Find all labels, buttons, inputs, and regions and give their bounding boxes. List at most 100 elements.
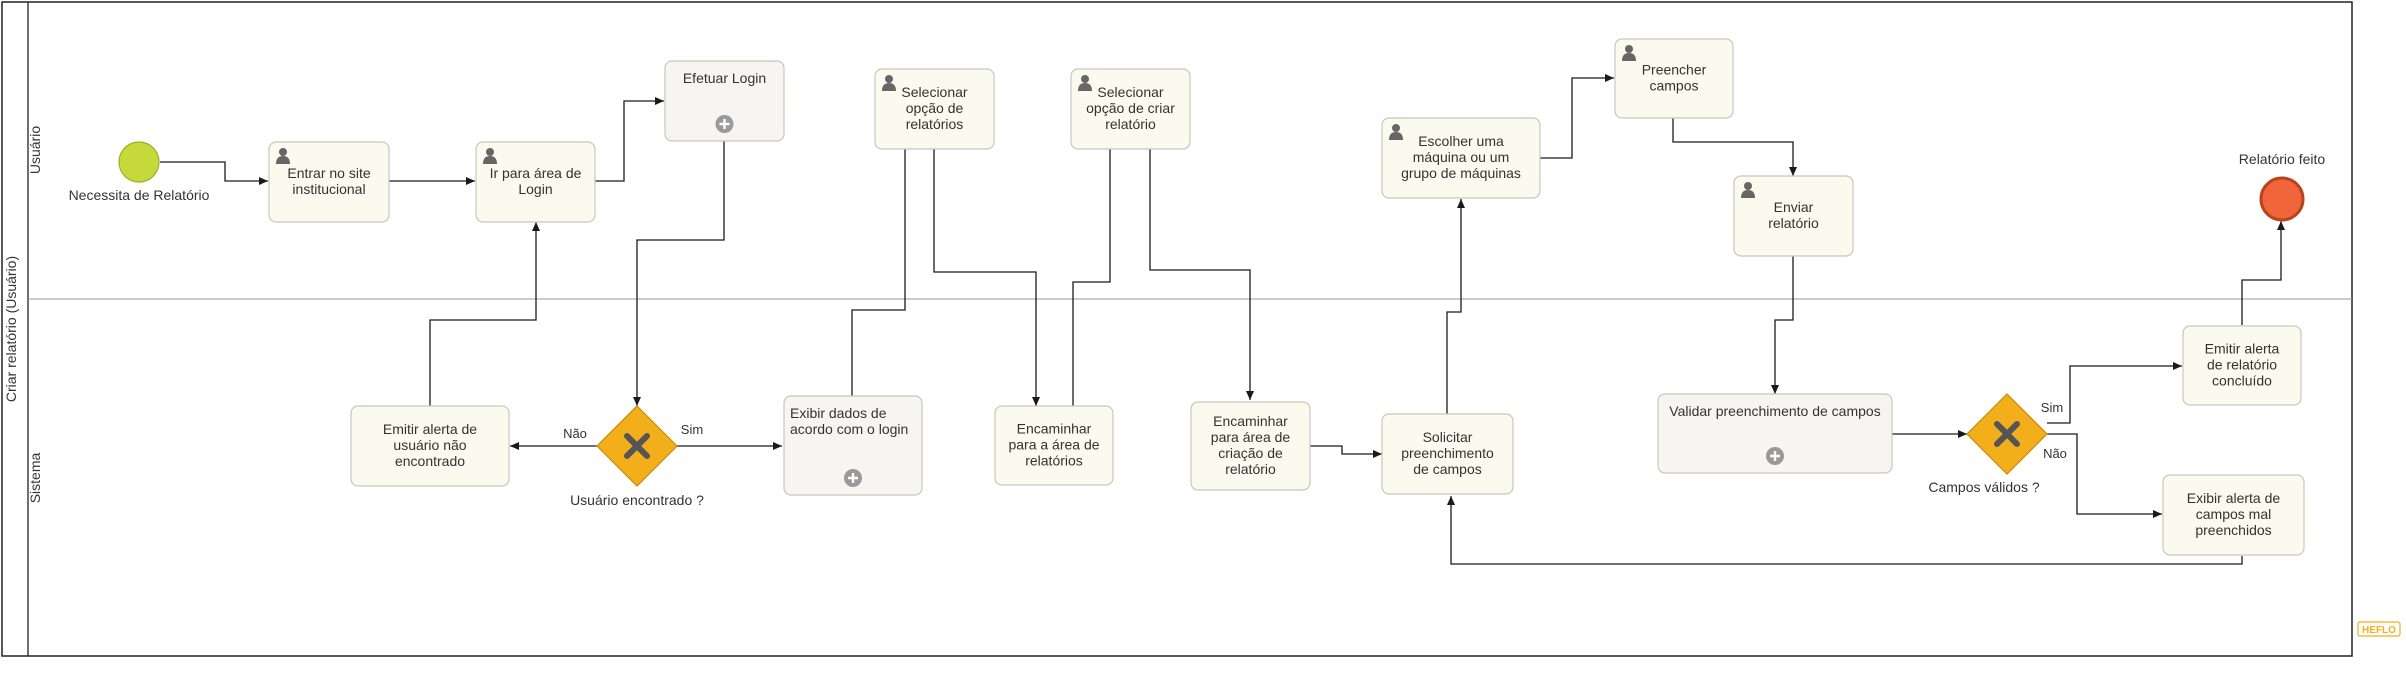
task-label: máquina ou um — [1413, 149, 1510, 165]
task-label: grupo de máquinas — [1401, 165, 1521, 181]
task-t3[interactable]: Efetuar Login — [664, 60, 785, 142]
task-label: relatórios — [1025, 453, 1083, 469]
flow-t9-to-t2[interactable] — [429, 222, 540, 406]
task-box — [268, 141, 390, 223]
flow-t12-to-t13[interactable] — [1310, 445, 1382, 458]
task-label: campos — [1649, 78, 1698, 94]
task-label: relatórios — [906, 116, 964, 132]
task-box — [1614, 38, 1734, 119]
task-label: usuário não — [393, 437, 466, 453]
flow-t8-to-t14[interactable] — [1771, 256, 1794, 394]
gateway-2-yes-label: Sim — [2041, 400, 2063, 415]
task-label: Efetuar Login — [683, 70, 766, 86]
task-box — [1070, 68, 1191, 150]
flow-t13-to-t6[interactable] — [1446, 199, 1465, 414]
task-box — [1381, 117, 1541, 199]
task-label: encontrado — [395, 453, 465, 469]
gateway-1-label: Usuário encontrado ? — [570, 492, 704, 508]
flow-g2-no-to-t16[interactable] — [2047, 433, 2162, 518]
task-label: Exibir dados de — [790, 405, 887, 421]
flow-t10-to-t4[interactable] — [851, 102, 909, 396]
gateway-2-no-label: Não — [2043, 446, 2067, 461]
task-label: Enviar — [1774, 199, 1814, 215]
task-box — [350, 405, 510, 487]
task-label: Preencher — [1642, 62, 1707, 78]
gateway-campos-validos[interactable] — [1966, 393, 2048, 475]
task-label: relatório — [1225, 461, 1276, 477]
task-box — [1381, 413, 1514, 495]
flow-t2-to-t3[interactable] — [595, 97, 664, 182]
task-label: Escolher uma — [1418, 133, 1504, 149]
task-label: Emitir alerta — [2205, 341, 2280, 357]
task-label: concluído — [2212, 373, 2272, 389]
task-label: Solicitar — [1423, 429, 1473, 445]
x-gateway-icon — [624, 433, 650, 459]
task-box — [1190, 401, 1311, 491]
gateway-usuario-encontrado[interactable] — [596, 405, 678, 487]
flow-t16-to-t13[interactable] — [1447, 496, 2243, 565]
task-label: de campos — [1413, 461, 1481, 477]
flow-t3-to-g1[interactable] — [633, 141, 725, 406]
plus-circle-icon — [844, 469, 862, 487]
task-label: de relatório — [2207, 357, 2277, 373]
flow-t6-to-t7[interactable] — [1540, 74, 1614, 159]
end-event-label: Relatório feito — [2239, 151, 2326, 167]
lane-label-sistema: Sistema — [27, 453, 43, 504]
gateway-1-no-label: Não — [563, 426, 587, 441]
task-label: para a área de — [1008, 437, 1099, 453]
task-label: Ir para área de — [490, 165, 582, 181]
task-box — [664, 60, 785, 142]
task-label: campos mal — [2196, 506, 2271, 522]
task-box — [1733, 175, 1854, 257]
task-label: Selecionar — [1097, 84, 1163, 100]
sequence-flows — [160, 74, 2285, 565]
task-box — [994, 405, 1114, 486]
task-label: Login — [518, 181, 552, 197]
task-label: institucional — [292, 181, 365, 197]
task-label: Emitir alerta de — [383, 421, 477, 437]
heflo-logo: HEFLO — [2357, 621, 2401, 637]
task-box — [2182, 325, 2302, 406]
end-event[interactable] — [2259, 176, 2305, 222]
flow-t5-to-t12[interactable] — [1149, 149, 1254, 400]
task-label: Exibir alerta de — [2187, 490, 2281, 506]
flow-t15-to-end[interactable] — [2241, 221, 2285, 325]
x-gateway-icon — [1994, 421, 2020, 447]
flow-t7-to-t8[interactable] — [1672, 118, 1797, 176]
task-label: Encaminhar — [1017, 421, 1092, 437]
gateway-1-yes-label: Sim — [681, 422, 703, 437]
start-event[interactable] — [118, 141, 160, 183]
start-event-label: Necessita de Relatório — [69, 187, 210, 203]
flow-g2-yes-to-t15[interactable] — [2047, 362, 2182, 424]
flow-t11-to-t5[interactable] — [1072, 102, 1114, 406]
task-box — [475, 141, 596, 223]
gateway-2-label: Campos válidos ? — [1928, 479, 2039, 495]
flow-start-to-t1[interactable] — [160, 161, 268, 185]
task-box — [874, 68, 995, 150]
task-label: relatório — [1768, 215, 1819, 231]
plus-circle-icon — [1766, 447, 1784, 465]
task-label: criação de — [1218, 445, 1283, 461]
pool-frame — [1, 1, 2353, 657]
flow-t4-to-t11[interactable] — [933, 149, 1040, 406]
task-t14[interactable]: Validar preenchimento de campos — [1657, 393, 1893, 474]
svg-text:HEFLO: HEFLO — [2362, 625, 2396, 636]
task-box — [1657, 393, 1893, 474]
